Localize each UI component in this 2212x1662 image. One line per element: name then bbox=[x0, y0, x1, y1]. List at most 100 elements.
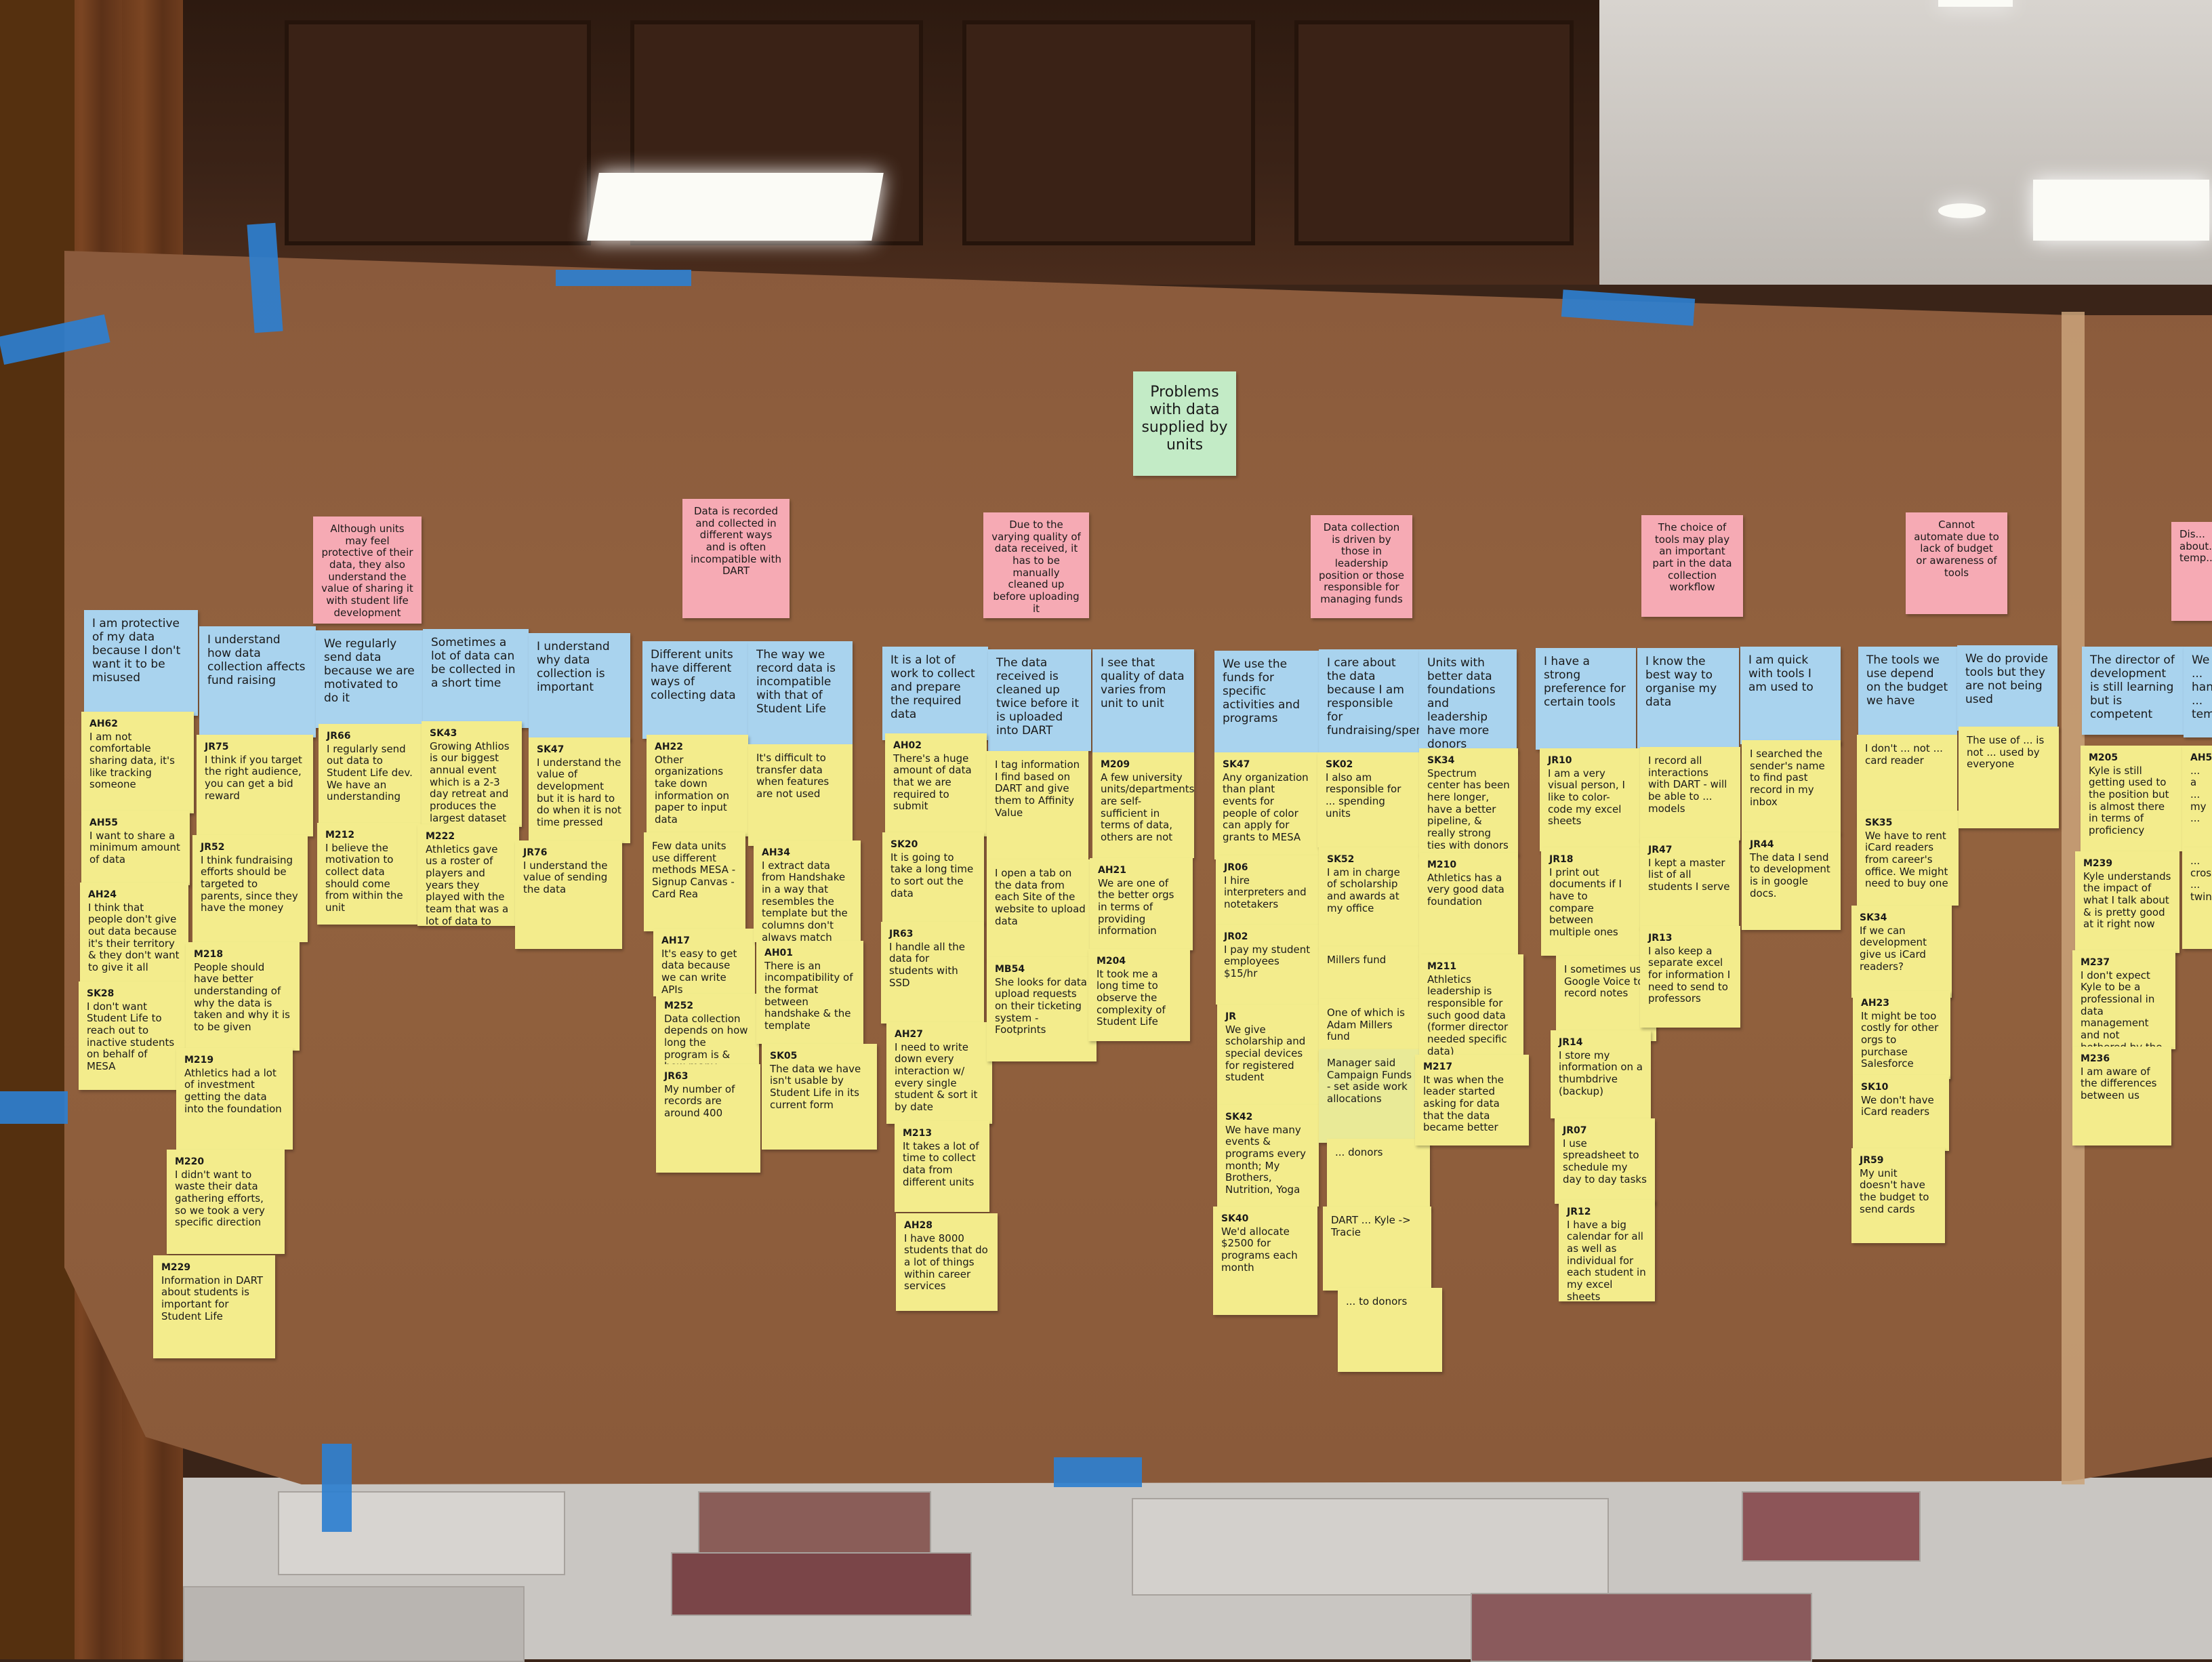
yellow-note: ... cross ... twin... bbox=[2182, 847, 2212, 949]
header-note: Cannot automate due to lack of budget or… bbox=[1906, 512, 2007, 614]
floor-tile bbox=[278, 1491, 565, 1575]
yellow-note: I don't ... not ... card reader bbox=[1857, 735, 1957, 826]
yellow-note: I open a tab on the data from each Site … bbox=[987, 859, 1094, 961]
yellow-note: Millers fund bbox=[1319, 946, 1420, 1000]
header-note: Although units may feel protective of th… bbox=[313, 516, 422, 624]
floor-tile bbox=[1471, 1593, 1812, 1662]
yellow-note: I record all interactions with DART - wi… bbox=[1640, 747, 1740, 840]
title-note: Problems with data supplied by units bbox=[1133, 371, 1236, 476]
yellow-note: ... to donors bbox=[1338, 1288, 1442, 1372]
blue-note: I know the best way to organise my data bbox=[1637, 648, 1739, 751]
blue-note: We do provide tools but they are not bei… bbox=[1957, 645, 2057, 731]
yellow-note: It's difficult to transfer data when fea… bbox=[748, 744, 853, 846]
blue-note: I see that quality of data varies from u… bbox=[1092, 649, 1194, 752]
wood-paneled-wall bbox=[183, 0, 1599, 285]
ceiling-area bbox=[1599, 0, 2212, 285]
blue-tape bbox=[556, 270, 691, 286]
blue-note: The data received is cleaned up twice be… bbox=[988, 649, 1091, 751]
yellow-note: I sometimes use Google Voice to record n… bbox=[1556, 956, 1656, 1041]
header-note: The choice of tools may play an importan… bbox=[1641, 515, 1743, 617]
header-note: Data collection is driven by those in le… bbox=[1311, 515, 1412, 618]
wall-panel bbox=[962, 20, 1255, 245]
header-note: Due to the varying quality of data recei… bbox=[983, 512, 1089, 618]
blue-note: It is a lot of work to collect and prepa… bbox=[882, 647, 988, 740]
yellow-note: I tag information I find based on DART a… bbox=[987, 751, 1088, 864]
yellow-note: Manager said Campaign Funds - set aside … bbox=[1319, 1049, 1423, 1143]
floor-tile bbox=[183, 1586, 525, 1662]
floor-tile bbox=[671, 1552, 972, 1616]
floor-tile bbox=[1742, 1491, 1921, 1562]
blue-tape bbox=[322, 1444, 352, 1532]
blue-tape bbox=[0, 1091, 68, 1124]
blue-tape bbox=[1054, 1457, 1142, 1487]
wood-post bbox=[0, 0, 75, 1659]
wall-panel bbox=[285, 20, 591, 245]
header-note: Data is recorded and collected in differ… bbox=[682, 499, 790, 618]
blue-note: We ... handle ... tem... bbox=[2184, 647, 2212, 737]
floor-tile bbox=[1132, 1498, 1609, 1596]
blue-note: Different units have different ways of c… bbox=[642, 641, 748, 739]
blue-note: I care about the data because I am respo… bbox=[1319, 649, 1419, 758]
blue-note: Sometimes a lot of data can be collected… bbox=[423, 629, 529, 728]
ceiling-light bbox=[2033, 180, 2209, 241]
ceiling-light bbox=[587, 173, 884, 241]
blue-note: We use the funds for specific activities… bbox=[1214, 651, 1319, 752]
blue-note: The director of development is still lea… bbox=[2082, 647, 2184, 735]
ceiling-light bbox=[1938, 0, 2013, 7]
yellow-note: AH54... a ... my ... bbox=[2182, 746, 2212, 847]
blue-note: We regularly send data because we are mo… bbox=[316, 630, 423, 728]
blue-note: I have a strong preference for certain t… bbox=[1536, 648, 1636, 750]
header-note: Dis... about... temp... bbox=[2171, 522, 2212, 621]
blue-note: Units with better data foundations and l… bbox=[1419, 649, 1517, 752]
blue-note: I understand how data collection affects… bbox=[199, 626, 316, 737]
